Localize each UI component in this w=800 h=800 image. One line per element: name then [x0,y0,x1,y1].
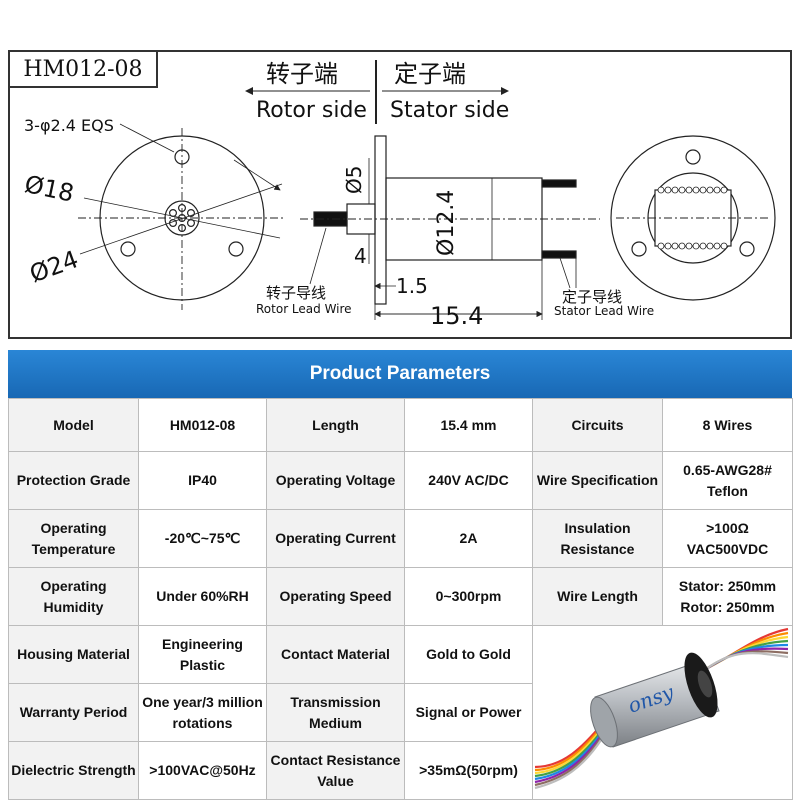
param-label: Wire Specification [532,451,663,510]
photo-body-end [590,696,618,748]
stator-lead-cn-label: 定子导线 [562,288,623,306]
param-label: Housing Material [8,625,139,684]
stator-bead-rows [657,186,728,250]
hole-note-label: 3-φ2.4 EQS [24,116,114,135]
stator-en-label: Stator side [390,98,510,123]
dia-12-4-label: Ø12.4 [434,189,459,256]
param-value: Gold to Gold [404,625,533,684]
photo-wire-bottom [534,728,604,778]
param-label: Operating Speed [266,567,405,626]
param-label: Operating Temperature [8,509,139,568]
param-value: 15.4 mm [404,398,533,452]
param-label: Insulation Resistance [532,509,663,568]
product-photo: onsy [533,627,791,792]
photo-wire-bottom [534,736,604,790]
dim-4-label: 4 [354,244,367,268]
param-label: Protection Grade [8,451,139,510]
stator-flange-circle [610,135,776,301]
stator-cn-label: 定子端 [394,60,466,88]
dia-5-label: Ø5 [342,165,366,194]
side-flange [374,135,387,305]
photo-wire-bottom [534,730,604,781]
param-value: One year/3 million rotations [138,683,267,742]
stator-lead-en-label: Stator Lead Wire [554,304,655,318]
param-label: Wire Length [532,567,663,626]
parameters-title-bar: Product Parameters [8,350,792,398]
param-value: IP40 [138,451,267,510]
rotor-en-label: Rotor side [256,98,367,123]
param-label: Contact Material [266,625,405,684]
param-value: >100Ω VAC500VDC [662,509,793,568]
param-value: Under 60%RH [138,567,267,626]
param-value: Engineering Plastic [138,625,267,684]
param-label: Length [266,398,405,452]
photo-wire-bottom [534,732,604,784]
param-value: HM012-08 [138,398,267,452]
param-value: >100VAC@50Hz [138,741,267,800]
param-value: Stator: 250mm Rotor: 250mm [662,567,793,626]
param-label: Operating Voltage [266,451,405,510]
param-label: Operating Humidity [8,567,139,626]
drawing-lines [78,60,776,320]
param-label: Model [8,398,139,452]
param-label: Operating Current [266,509,405,568]
param-label: Circuits [532,398,663,452]
technical-drawing: HM012-08 转子端 定子端 Rotor side Stator side … [8,50,792,339]
rotor-lead-cn-label: 转子导线 [266,284,327,302]
param-value: >35mΩ(50rpm) [404,741,533,800]
dim-15-4-label: 15.4 [430,302,484,330]
param-value: 2A [404,509,533,568]
param-value: 0~300rpm [404,567,533,626]
param-label: Warranty Period [8,683,139,742]
param-value: Signal or Power [404,683,533,742]
dim-1-5-label: 1.5 [396,274,428,298]
rotor-cn-label: 转子端 [266,60,338,88]
photo-flange-hub [697,670,713,698]
param-label: Transmission Medium [266,683,405,742]
photo-wire-bottom [534,734,604,787]
hole-left [120,241,136,257]
param-label: Contact Resistance Value [266,741,405,800]
rotor-lead-en-label: Rotor Lead Wire [256,302,352,316]
param-value: 8 Wires [662,398,793,452]
param-value: -20℃~75℃ [138,509,267,568]
hole-right [228,241,244,257]
param-value: 0.65-AWG28# Teflon [662,451,793,510]
model-tag: HM012-08 [10,52,158,88]
param-label: Dielectric Strength [8,741,139,800]
param-value: 240V AC/DC [404,451,533,510]
